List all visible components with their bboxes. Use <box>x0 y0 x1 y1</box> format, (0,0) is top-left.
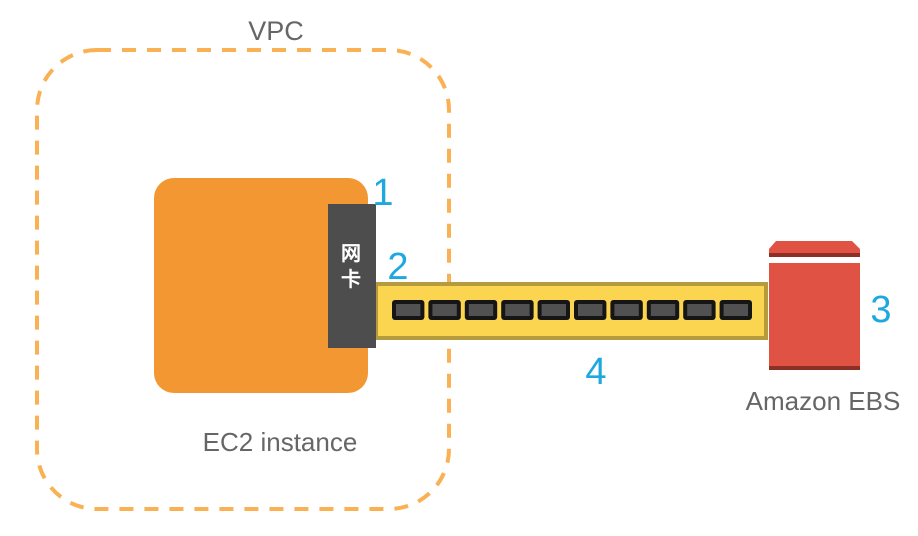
cable-slot-inner <box>468 304 494 316</box>
ebs-volume-lid-shadow <box>769 253 860 257</box>
marker-3: 3 <box>870 289 891 331</box>
vpc-boundary <box>35 48 451 511</box>
cable-slots <box>392 300 752 320</box>
ec2-instance-label: EC2 instance <box>203 427 358 457</box>
ec2-instance <box>154 178 368 393</box>
cable-slot-inner <box>723 304 748 316</box>
ebs-volume-icon <box>769 241 860 370</box>
cable-slot-inner <box>541 304 566 316</box>
marker-4: 4 <box>585 351 606 393</box>
marker-1: 1 <box>372 172 393 214</box>
ebs-volume-body <box>769 263 860 369</box>
cable-slot-inner <box>432 304 457 316</box>
marker-2: 2 <box>387 246 408 288</box>
cable-slot-inner <box>505 304 530 316</box>
cable-slot-inner <box>614 304 639 316</box>
network-interface-card <box>328 204 376 348</box>
ebs-volume-lid <box>769 241 860 256</box>
cable-slot-inner <box>687 304 712 316</box>
cable-slot-inner <box>650 304 676 316</box>
nic-label-line1: 网 <box>341 241 361 265</box>
cable-slot-inner <box>396 304 421 316</box>
vpc-label: VPC <box>248 16 304 46</box>
ebs-label: Amazon EBS <box>746 386 901 416</box>
nic-label-line2: 卡 <box>341 267 361 291</box>
ebs-volume-base <box>769 366 860 370</box>
cable-slot-inner <box>578 304 603 316</box>
